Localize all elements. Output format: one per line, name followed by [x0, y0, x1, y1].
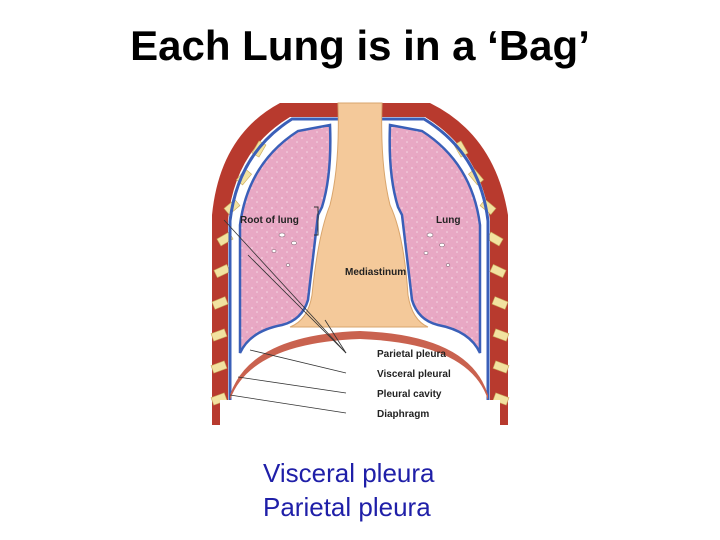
- label-pleural-cavity: Pleural cavity: [377, 389, 442, 400]
- root-bracket: [314, 206, 319, 236]
- label-diaphragm: Diaphragm: [377, 409, 429, 420]
- caption-visceral-pleura: Visceral pleura: [263, 458, 435, 488]
- label-visceral-pleural: Visceral pleural: [377, 369, 451, 380]
- right-lung: [388, 123, 482, 354]
- pleura-diagram: Root of lung Lung Mediastinum Parietal p…: [190, 95, 530, 435]
- leader-lines: [223, 219, 347, 414]
- label-lung: Lung: [436, 215, 460, 226]
- label-root-of-lung: Root of lung: [240, 215, 299, 226]
- chest-wall-muscle: [212, 103, 508, 425]
- mediastinum: [289, 102, 429, 328]
- bronchi-spots: [271, 232, 451, 267]
- slide-title: Each Lung is in a ‘Bag’: [130, 22, 590, 69]
- left-lung: [238, 123, 332, 354]
- caption-parietal-pleura: Parietal pleura: [263, 492, 431, 522]
- diaphragm: [230, 331, 488, 400]
- label-mediastinum: Mediastinum: [345, 267, 406, 278]
- label-parietal-pleura: Parietal pleura: [377, 349, 446, 360]
